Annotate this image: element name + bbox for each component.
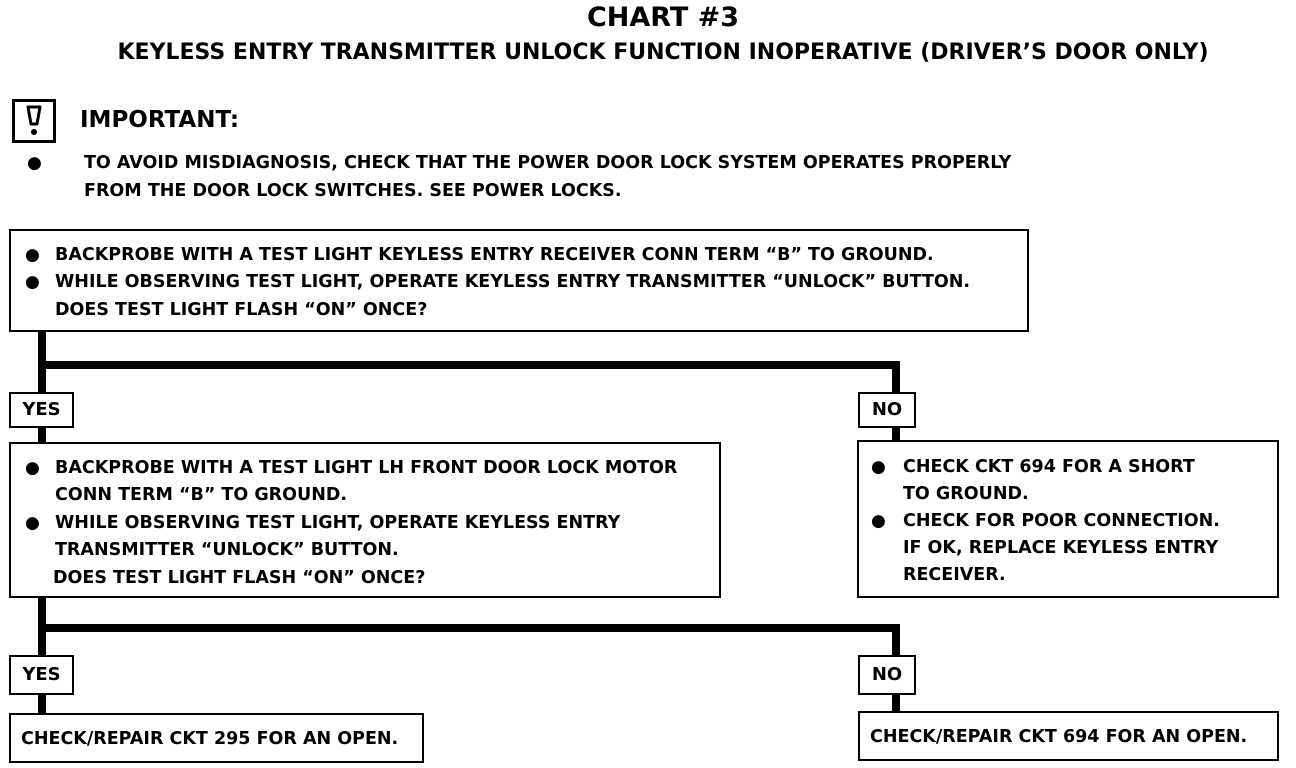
chart-title: CHART #3 xyxy=(586,2,740,33)
connector-line xyxy=(38,624,900,632)
bullet-icon: ● xyxy=(25,245,40,265)
step1-line-1: BACKPROBE WITH A TEST LIGHT KEYLESS ENTR… xyxy=(55,245,934,265)
bullet-icon: ● xyxy=(871,457,886,477)
step2-yes-line-4: TRANSMITTER “UNLOCK” BUTTON. xyxy=(55,540,399,560)
step2-no-line-1: CHECK CKT 694 FOR A SHORT xyxy=(903,457,1195,477)
step2-yes-line-1: BACKPROBE WITH A TEST LIGHT LH FRONT DOO… xyxy=(55,458,678,478)
bullet-icon: ● xyxy=(25,458,40,478)
step2-yes-box: ● BACKPROBE WITH A TEST LIGHT LH FRONT D… xyxy=(9,442,721,598)
bullet-icon: ● xyxy=(871,511,886,531)
step1-line-2: WHILE OBSERVING TEST LIGHT, OPERATE KEYL… xyxy=(55,272,971,292)
result-no-box: CHECK/REPAIR CKT 694 FOR AN OPEN. xyxy=(858,711,1279,761)
result-yes-box: CHECK/REPAIR CKT 295 FOR AN OPEN. xyxy=(9,713,424,763)
connector-line xyxy=(38,426,46,446)
important-line-2: FROM THE DOOR LOCK SWITCHES. SEE POWER L… xyxy=(84,181,622,201)
step1-box: ● BACKPROBE WITH A TEST LIGHT KEYLESS EN… xyxy=(9,229,1029,332)
result-no-text: CHECK/REPAIR CKT 694 FOR AN OPEN. xyxy=(870,727,1248,747)
bullet-icon: ● xyxy=(27,153,42,173)
connector-line xyxy=(892,624,900,655)
step2-no-line-3: CHECK FOR POOR CONNECTION. xyxy=(903,511,1220,531)
connector-line xyxy=(38,361,900,369)
chart-subtitle: KEYLESS ENTRY TRANSMITTER UNLOCK FUNCTIO… xyxy=(117,40,1209,65)
connector-line xyxy=(38,694,46,714)
connector-line xyxy=(892,361,900,396)
step2-no-line-4: IF OK, REPLACE KEYLESS ENTRY xyxy=(903,538,1219,558)
yes-label: YES xyxy=(9,655,74,695)
exclamation-icon xyxy=(12,99,56,143)
no-label: NO xyxy=(858,392,916,428)
important-line-1: TO AVOID MISDIAGNOSIS, CHECK THAT THE PO… xyxy=(84,153,1012,173)
step2-yes-question: DOES TEST LIGHT FLASH “ON” ONCE? xyxy=(53,568,426,588)
connector-line xyxy=(892,694,900,714)
step1-question: DOES TEST LIGHT FLASH “ON” ONCE? xyxy=(55,300,428,320)
bullet-icon: ● xyxy=(25,513,40,533)
step2-yes-line-3: WHILE OBSERVING TEST LIGHT, OPERATE KEYL… xyxy=(55,513,621,533)
step2-no-line-5: RECEIVER. xyxy=(903,565,1006,585)
step2-no-box: ● CHECK CKT 694 FOR A SHORT TO GROUND. ●… xyxy=(857,440,1279,598)
no-label: NO xyxy=(858,655,916,695)
bullet-icon: ● xyxy=(25,272,40,292)
step2-yes-line-2: CONN TERM “B” TO GROUND. xyxy=(55,485,348,505)
connector-line xyxy=(892,426,900,442)
important-label: IMPORTANT: xyxy=(80,107,240,133)
result-yes-text: CHECK/REPAIR CKT 295 FOR AN OPEN. xyxy=(21,729,399,749)
yes-label: YES xyxy=(9,392,74,428)
step2-no-line-2: TO GROUND. xyxy=(903,484,1029,504)
